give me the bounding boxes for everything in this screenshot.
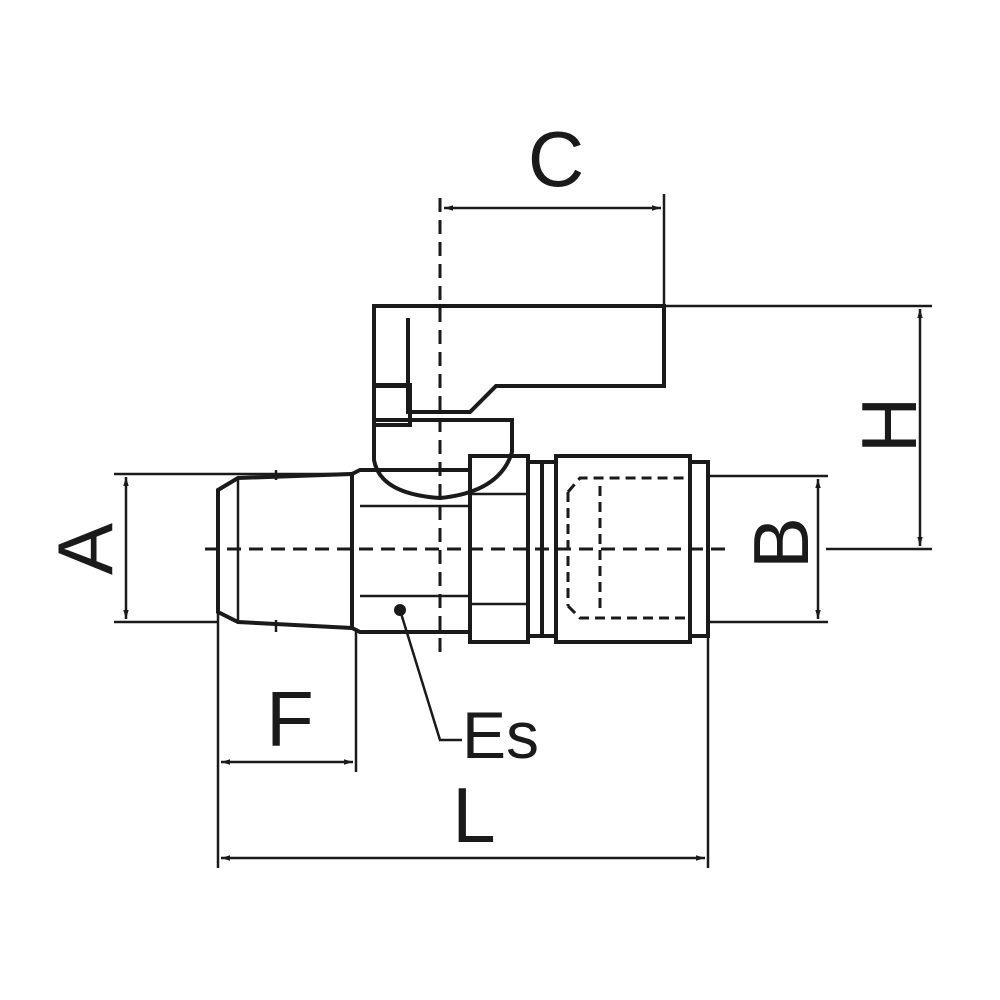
label-F: F	[266, 675, 314, 763]
es-leader	[394, 604, 462, 742]
valve-body	[216, 304, 710, 644]
label-Es: Es	[462, 698, 539, 772]
label-C: C	[528, 115, 584, 203]
label-A: A	[41, 523, 129, 575]
label-L: L	[452, 771, 495, 859]
label-B: B	[737, 517, 825, 569]
stem-housing	[372, 418, 514, 501]
label-H: H	[845, 397, 933, 453]
handle-lever	[372, 304, 666, 414]
extension-lines	[114, 194, 932, 868]
dimension-lines	[123, 205, 923, 861]
internal-thread-hidden	[566, 476, 690, 493]
